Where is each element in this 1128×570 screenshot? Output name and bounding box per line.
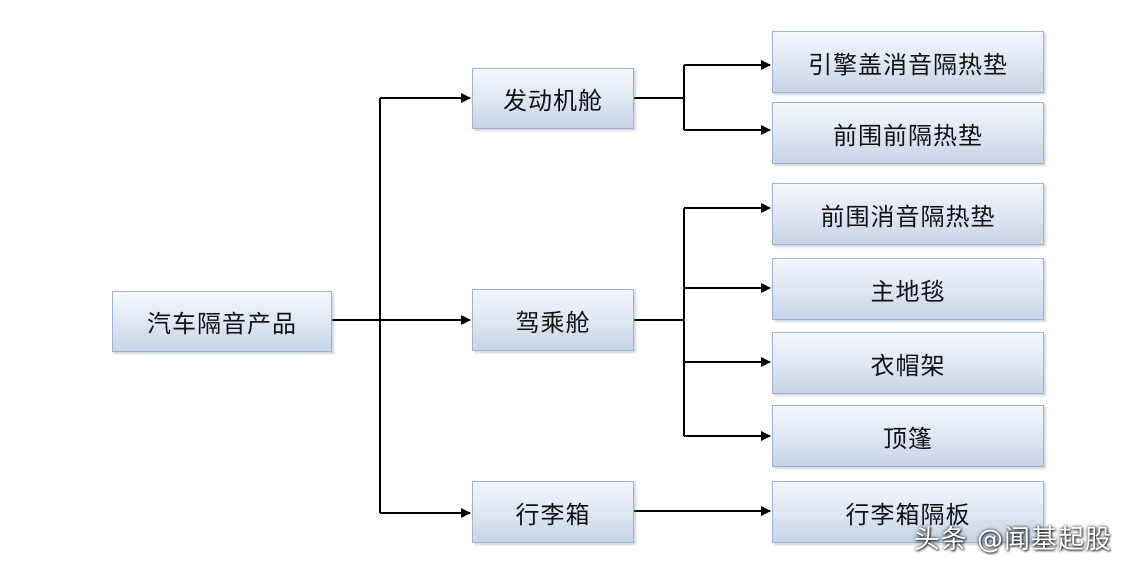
- leaf-node-dash-inner-pad: 前围消音隔热垫: [772, 183, 1044, 245]
- leaf-node-headliner: 顶篷: [772, 405, 1044, 467]
- leaf-node-dash-outer-pad: 前围前隔热垫: [772, 102, 1044, 164]
- category-node-trunk: 行李箱: [472, 481, 634, 543]
- root-node: 汽车隔音产品: [112, 291, 332, 352]
- leaf-node-floor-carpet: 主地毯: [772, 258, 1044, 320]
- leaf-node-hood-pad: 引擎盖消音隔热垫: [772, 31, 1044, 93]
- category-node-cabin: 驾乘舱: [472, 289, 634, 351]
- leaf-node-trunk-partition: 行李箱隔板: [772, 481, 1044, 543]
- category-node-engine-bay: 发动机舱: [472, 68, 634, 129]
- watermark: 头条 @闻基起股: [913, 525, 1112, 555]
- leaf-node-parcel-shelf: 衣帽架: [772, 332, 1044, 394]
